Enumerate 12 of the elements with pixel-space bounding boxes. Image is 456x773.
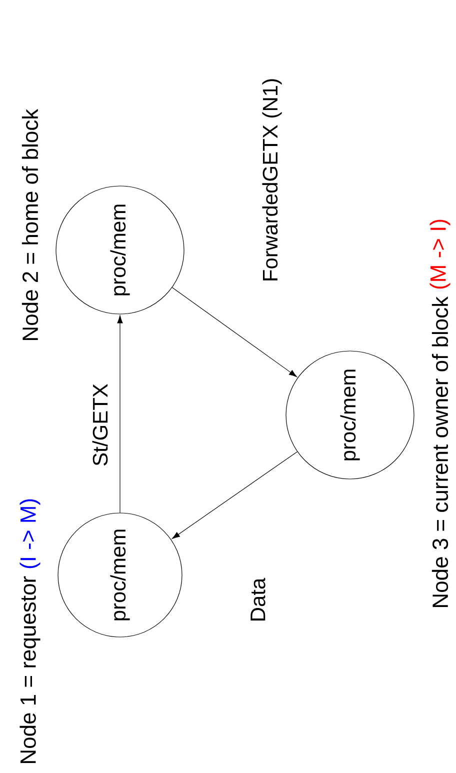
arrow	[172, 451, 298, 539]
arrow	[172, 287, 297, 377]
circle-node: proc/mem	[58, 512, 182, 638]
note-text: (M -> I)	[430, 220, 450, 289]
note-text: Node 1 = requestor	[20, 576, 40, 763]
edge-label: Data	[250, 576, 266, 624]
note-text: (I -> M)	[20, 499, 40, 568]
edge-label: St/GETX	[91, 382, 109, 468]
circle-node: proc/mem	[286, 350, 414, 480]
edge-label: ForwardedGETX (N1)	[261, 76, 283, 284]
circle-node: proc/mem	[56, 186, 184, 314]
arrow	[117, 315, 123, 513]
